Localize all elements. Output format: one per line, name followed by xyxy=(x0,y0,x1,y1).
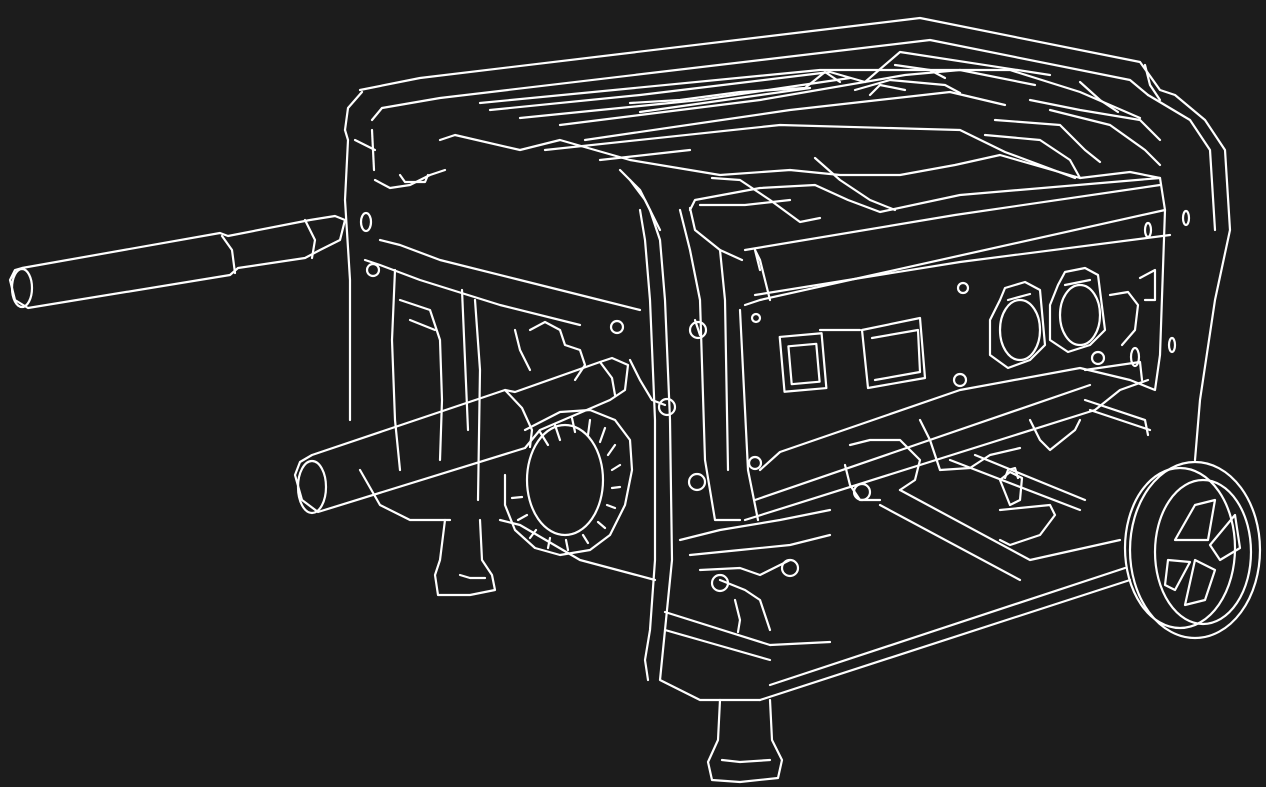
front-handle xyxy=(8,211,381,310)
frame-detail-lines xyxy=(353,80,1120,522)
panel-bolt xyxy=(956,281,970,295)
switch-right xyxy=(860,316,927,390)
wheel xyxy=(1123,460,1262,640)
handle-bolt xyxy=(657,397,677,417)
generator-frame xyxy=(343,16,1232,702)
power-outlets xyxy=(988,266,1157,370)
support-legs xyxy=(706,698,784,784)
control-panel xyxy=(747,209,1191,471)
engine-bolt xyxy=(710,573,730,593)
switch-left xyxy=(778,332,828,393)
side-handle xyxy=(293,319,677,515)
control-box xyxy=(438,133,1172,522)
fuel-tank-top xyxy=(478,50,1162,180)
outlet-1 xyxy=(988,280,1047,370)
outlet-2 xyxy=(1048,266,1107,354)
engine xyxy=(358,238,1152,634)
